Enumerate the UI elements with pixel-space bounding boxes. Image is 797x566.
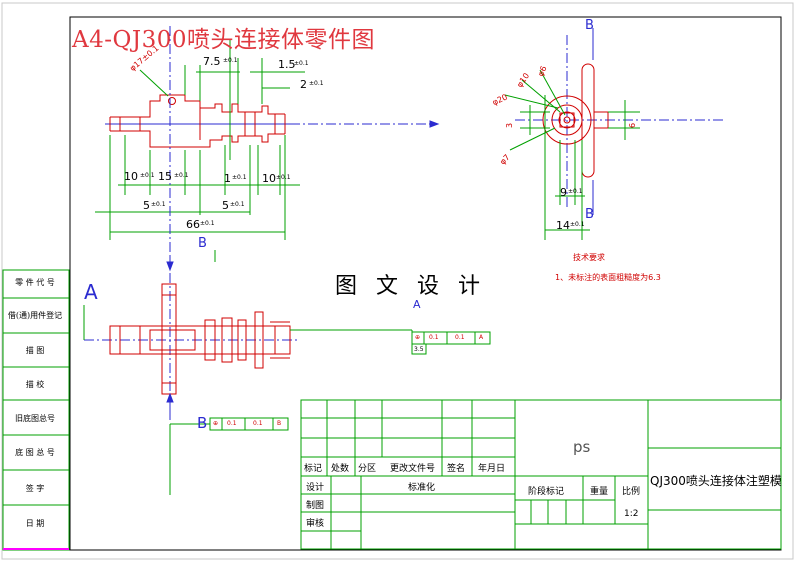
tb-stage-mark: 阶段标记 [528,487,565,497]
dim-5b: 5 [222,199,229,212]
section-line-a [290,120,440,128]
tech-req-line1: 1、未标注的表面粗糙度为6.3 [555,273,661,282]
dim-1: 1 [224,172,231,185]
tb-count: 处数 [331,464,350,474]
dim-1-5: 1.5 [278,58,296,71]
inner-border [69,16,782,551]
gdt-a-value2: 0.1 [455,334,465,341]
gdt-b-datum: B [277,420,282,427]
bottom-view [83,250,413,495]
gdt-a-extra: 3.5 [414,346,424,353]
tb-review: 审核 [306,519,325,529]
dim-9: 9 [560,186,567,199]
dim-10a: 10 [124,170,138,183]
dim-9-tol: ±0.1 [568,188,583,195]
gdt-frame-b [209,417,289,431]
tb-material: ps [573,438,591,456]
section-label-b-top: B [585,18,594,33]
tb-standardize: 标准化 [408,483,436,493]
dim-14-tol: ±0.1 [570,221,585,228]
section-label-a-left: A [84,280,98,304]
dim-5a: 5 [143,199,150,212]
dim-3: 3 [505,122,514,128]
tb-change-doc: 更改文件号 [390,464,436,474]
tb-weight: 重量 [590,487,609,497]
side-label-tracing: 描 图 [25,346,45,355]
tb-scale-value: 1:2 [624,509,639,519]
tb-draft: 制图 [306,501,325,511]
dim-15-tol: ±0.1 [174,172,189,179]
tb-zone: 分区 [358,464,377,474]
gdt-b-value1: 0.1 [227,420,237,427]
tb-scale: 比例 [622,487,641,497]
tb-date: 年月日 [478,464,506,474]
side-label-base-no: 底 图 总 号 [15,448,55,457]
section-label-b-right-lower: B [585,207,594,222]
dim-6: 6 [628,122,637,128]
section-label-b-bottom: B [197,414,208,432]
watermark-text: 图 文 设 计 [331,268,490,300]
side-label-borrowed: 借(通)用件登记 [7,311,63,320]
side-label-old-base-no: 旧底图总号 [15,414,55,423]
gdt-a-value1: 0.1 [429,334,439,341]
dim-15: 15 [158,170,172,183]
gdt-b-symbol: ⊕ [213,420,219,427]
section-label-a-right: A [413,298,421,311]
side-label-trace-check: 描 校 [25,380,45,389]
side-label-date: 日 期 [25,519,45,528]
dim-10a-tol: ±0.1 [140,172,155,179]
side-block [2,269,70,551]
dim-10b: 10 [262,172,276,185]
tb-drawing-name: QJ300喷头连接体注塑模 [650,474,782,488]
side-label-signature: 签 字 [25,484,45,493]
tb-sign: 签名 [447,464,466,474]
gdt-a-symbol: ⊕ [415,334,421,341]
dim-14: 14 [556,219,570,232]
dim-1-5-tol: ±0.1 [294,60,309,67]
dim-5a-tol: ±0.1 [151,201,166,208]
side-label-part-code: 零 件 代 号 [15,278,55,287]
dim-10b-tol: ±0.1 [276,174,291,181]
dim-66-tol: ±0.1 [200,220,215,227]
front-view [95,26,305,255]
gdt-b-value2: 0.1 [253,420,263,427]
tb-design: 设计 [306,483,325,493]
dim-1-tol: ±0.1 [232,174,247,181]
dim-7-5: 7.5 [203,55,221,68]
gdt-frame-a [411,331,491,355]
title-block [300,399,782,550]
dim-66: 66 [186,218,200,231]
dim-2-tol: ±0.1 [309,80,324,87]
side-view [504,28,725,240]
dim-7-5-tol: ±0.1 [223,57,238,64]
tb-mark: 标记 [304,464,323,474]
tech-req-heading: 技术要求 [573,253,605,262]
dim-5b-tol: ±0.1 [230,201,245,208]
gdt-a-datum: A [479,334,484,341]
section-label-b-mid: B [198,236,207,251]
drawing-title: A4-QJ300喷头连接体零件图 [72,27,375,53]
dim-2: 2 [300,78,307,91]
